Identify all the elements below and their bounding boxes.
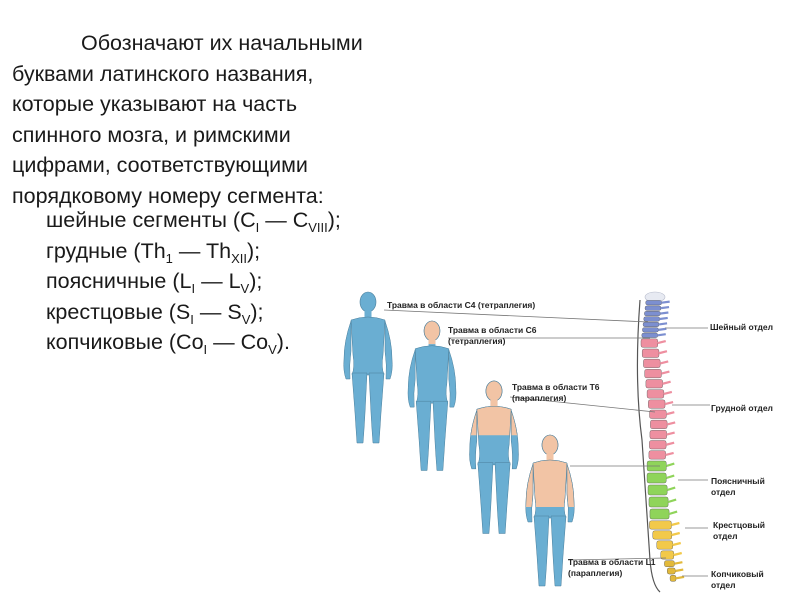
- spine-region-label: Копчиковый: [711, 569, 764, 579]
- segment-item: крестцовые (SI — SV);: [46, 299, 264, 327]
- spine-region-label: Поясничный: [711, 476, 765, 486]
- injury-label: (параплегия): [512, 393, 566, 403]
- spine-region-label: Шейный отдел: [710, 322, 773, 332]
- segment-list: шейные сегменты (CI — CVIII); грудные (T…: [46, 205, 341, 358]
- segment-item: грудные (Th1 — ThXII);: [46, 238, 261, 266]
- injury-label: Травма в области С4 (тетраплегия): [387, 300, 535, 310]
- intro-line: цифрами, соответствующими: [12, 153, 308, 177]
- intro-line: которые указывают на часть: [12, 92, 298, 116]
- injury-label: (тетраплегия): [448, 336, 506, 346]
- segment-item: копчиковые (CoI — CoV).: [46, 330, 290, 357]
- segment-item: шейные сегменты (CI — CVIII);: [46, 208, 341, 235]
- body-figure: [469, 380, 519, 534]
- intro-paragraph: Обозначают их начальными буквами латинск…: [12, 28, 412, 211]
- spine-region-label: отдел: [711, 487, 736, 497]
- spine-region-label: Грудной отдел: [711, 403, 773, 413]
- injury-label: Травма в области Т6: [512, 382, 600, 392]
- intro-line: Обозначают их начальными: [81, 31, 363, 55]
- intro-line: спинного мозга, и римскими: [12, 122, 291, 147]
- spine-region-label: отдел: [713, 531, 738, 541]
- spine-region-label: отдел: [711, 580, 736, 590]
- intro-line: буквами латинского названия,: [12, 61, 314, 86]
- injury-label: (параплегия): [568, 568, 622, 578]
- injury-label: Травма в области L1: [568, 557, 656, 567]
- injury-label: Травма в области С6: [448, 325, 537, 335]
- intro-line: порядковому номеру сегмента:: [12, 183, 324, 208]
- body-figure: [525, 434, 575, 587]
- body-figure: [343, 291, 393, 444]
- spine-illustration: [636, 291, 685, 593]
- spine-region-label: Крестцовый: [713, 520, 765, 530]
- body-figure: [407, 320, 457, 471]
- segment-item: поясничные (LI — LV);: [46, 269, 263, 296]
